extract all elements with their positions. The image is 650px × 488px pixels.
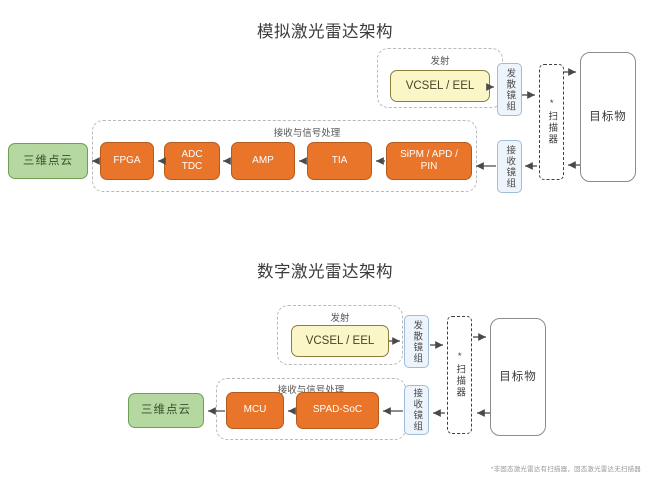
digital-rx-lens-node[interactable]: 接收镜组 [404,385,429,435]
analog-transmit-group-label: 发射 [430,56,450,67]
digital-point-cloud-node[interactable]: 三维点云 [128,393,204,428]
analog-diagram-title: 模拟激光雷达架构 [257,23,393,41]
analog-scanner-label: *扫描器 [546,98,558,146]
digital-scanner-node[interactable]: *扫描器 [447,316,472,434]
analog-amp-node[interactable]: AMP [231,142,295,180]
analog-point-cloud-node[interactable]: 三维点云 [8,143,88,179]
analog-receive-group [92,120,477,192]
digital-laser-node[interactable]: VCSEL / EEL [291,325,389,357]
analog-target-node[interactable]: 目标物 [580,52,636,182]
analog-adc-label: ADC [181,148,203,160]
digital-diagram-title: 数字激光雷达架构 [257,263,393,281]
analog-scanner-node[interactable]: *扫描器 [539,64,564,180]
digital-transmit-group [277,305,403,365]
analog-detector-line2: PIN [420,161,438,172]
digital-target-node[interactable]: 目标物 [490,318,546,436]
analog-tdc-label: TDC [181,161,203,172]
analog-fpga-node[interactable]: FPGA [100,142,154,180]
digital-tx-lens-node[interactable]: 发散镜组 [404,315,429,368]
analog-laser-node[interactable]: VCSEL / EEL [390,70,490,102]
analog-receive-group-label: 接收与信号处理 [273,128,341,139]
analog-detector-node[interactable]: SiPM / APD / PIN [386,142,472,180]
digital-transmit-group-label: 发射 [330,313,350,324]
digital-receive-group-label: 接收与信号处理 [277,385,345,396]
analog-rx-lens-node[interactable]: 接收镜组 [497,140,522,193]
analog-detector-line1: SiPM / APD / [400,148,458,160]
analog-tia-node[interactable]: TIA [307,142,372,180]
digital-scanner-label: *扫描器 [454,351,466,399]
analog-tx-lens-node[interactable]: 发散镜组 [497,63,522,116]
analog-arrows [92,68,580,170]
footnote: *非固态激光雷达有扫描器，固态激光雷达无扫描器 [490,466,641,473]
digital-mcu-node[interactable]: MCU [226,392,284,429]
digital-spad-soc-node[interactable]: SPAD-SoC [296,392,379,429]
